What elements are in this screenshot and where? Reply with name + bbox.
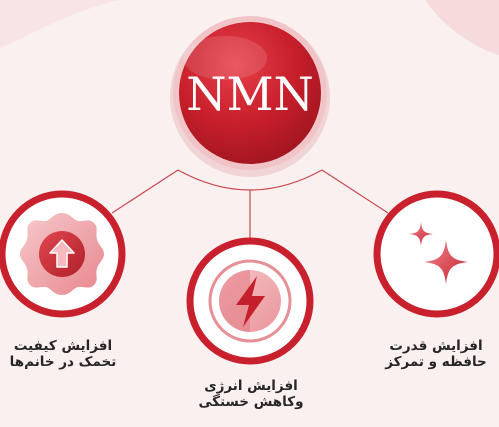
- center-node-circle: [179, 22, 321, 164]
- benefit-label-middle-line2: وکاهش خستگی: [198, 394, 304, 410]
- sparkle-small: [409, 222, 433, 246]
- benefit-node-middle: [186, 237, 314, 365]
- benefit-label-right-line1: افزایش قدرت: [389, 338, 483, 354]
- benefit-label-middle: افزایش انرژی وکاهش خستگی: [196, 378, 306, 410]
- corner-decoration-top-left: [0, 0, 120, 48]
- center-title: NMN: [186, 67, 314, 121]
- connector-center-arc: [177, 169, 323, 191]
- bolt-shape: [236, 276, 265, 327]
- benefit-node-right-outer-ring: [373, 190, 499, 318]
- sparkle-stars-icon: [409, 222, 468, 284]
- benefit-label-left: افزایش کیفیت تخمک در خانم‌ها: [8, 338, 118, 370]
- lightning-bolt-icon: [208, 259, 292, 343]
- connector-to-right: [321, 169, 389, 214]
- center-node: NMN: [170, 16, 330, 177]
- benefit-label-left-line1: افزایش کیفیت: [13, 338, 113, 354]
- arrow-up-badge-icon: [20, 213, 104, 295]
- benefit-label-left-line2: تخمک در خانم‌ها: [9, 354, 117, 370]
- connector-lines: [111, 169, 389, 238]
- bolt-half-dark: [219, 270, 250, 332]
- benefit-label-right-line2: حافظه و تمرکز: [385, 354, 487, 370]
- center-node-highlight: [183, 36, 267, 80]
- benefit-label-middle-line1: افزایش انرژی: [204, 378, 298, 394]
- badge-arrow: [49, 239, 75, 268]
- corner-decoration-top-right: [425, 0, 499, 55]
- benefit-label-right: افزایش قدرت حافظه و تمرکز: [380, 338, 492, 370]
- bolt-ring: [208, 259, 292, 343]
- sparkle-large: [424, 240, 468, 284]
- connector-to-left: [111, 169, 179, 214]
- benefit-node-left: [0, 190, 126, 318]
- benefit-node-right: [373, 190, 499, 318]
